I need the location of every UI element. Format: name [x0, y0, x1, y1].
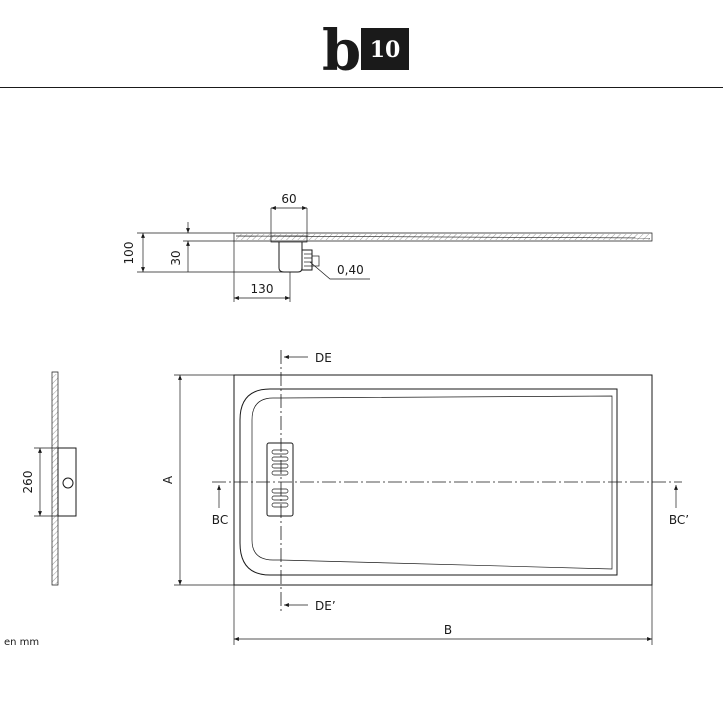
dim-drain-width: 60: [281, 192, 296, 206]
brand-logo: b 10: [322, 18, 409, 84]
units-note: en mm: [4, 637, 39, 648]
brand-badge: [361, 28, 409, 70]
grate-slots: [271, 449, 289, 508]
plan-view: DE DE’ BC BC’ A B: [161, 350, 689, 645]
side-view: 60 100 30 130 0,40: [122, 192, 653, 302]
brand-letter: b: [322, 18, 361, 84]
end-drain-outlet: [62, 477, 74, 489]
label-de-prime: DE’: [315, 599, 336, 613]
drain-channel-inner: [251, 397, 280, 561]
drain-grate: [266, 442, 294, 517]
dim-tray-height: 30: [169, 250, 183, 265]
tray-profile: [233, 232, 653, 242]
end-view: 260: [21, 371, 77, 586]
label-de: DE: [315, 351, 332, 365]
label-bc: BC: [212, 513, 228, 527]
dim-slope: 0,40: [337, 263, 364, 277]
drain-channel-outer: [239, 388, 280, 576]
dim-b: B: [444, 623, 452, 637]
drain-body: [278, 242, 303, 273]
dim-a: A: [161, 475, 175, 484]
tray-outline: [233, 374, 653, 586]
label-bc-prime: BC’: [669, 513, 689, 527]
brand-number: 10: [370, 37, 401, 63]
dim-drain-height: 260: [21, 471, 35, 494]
dim-drain-offset: 130: [251, 282, 274, 296]
end-drain-body: [57, 447, 77, 517]
drain-outlet: [301, 249, 313, 271]
dim-total-height: 100: [122, 242, 136, 265]
drain-flange: [270, 235, 308, 243]
tray-inner: [279, 395, 613, 570]
slope-leader: [309, 261, 370, 280]
